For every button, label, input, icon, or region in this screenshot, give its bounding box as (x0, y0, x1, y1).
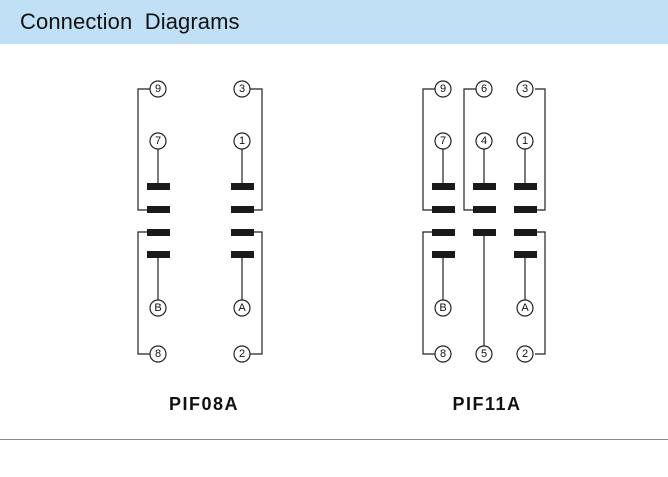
pif08a-model-label: PIF08A (169, 394, 239, 414)
pif11a-contact-bar (473, 206, 496, 213)
pif11a-terminal-5 (475, 345, 493, 363)
pif08a-contact-bar (231, 251, 254, 258)
pif08a-terminal-9 (149, 80, 167, 98)
pif11a-terminal-label: 4 (481, 135, 487, 147)
pif11a-contact-bar (432, 251, 455, 258)
pif08a-contact-bar (147, 229, 170, 236)
pif08a-contact-bar (147, 206, 170, 213)
pif11a-wire-3 (525, 88, 546, 211)
pif11a-terminal-2 (516, 345, 534, 363)
pif08a-terminal-label: A (238, 302, 246, 314)
pif11a-terminal-7 (434, 132, 452, 150)
pif11a-terminal-label: 2 (522, 348, 528, 360)
pif11a-contact-bar (432, 229, 455, 236)
pif08a-terminal-7 (149, 132, 167, 150)
page-title: Connection Diagrams (20, 9, 240, 34)
pif11a-terminal-label: 9 (440, 83, 446, 95)
pif08a-terminal-label: 8 (155, 348, 161, 360)
pif08a-terminal-label: 9 (155, 83, 161, 95)
pif11a-terminal-1 (516, 132, 534, 150)
pif11a-terminal-a (516, 299, 534, 317)
pif11a-terminal-label: 3 (522, 83, 528, 95)
pif08a-wire-3 (242, 88, 263, 211)
pif11a-terminal-b (434, 299, 452, 317)
pif11a-wire-6 (463, 88, 484, 211)
pif08a-contact-bar (231, 206, 254, 213)
connection-diagrams: 9 3 7 1 B A 8 2 9 6 3 7 4 1 B A 8 5 2 PI… (137, 80, 546, 414)
pif08a-terminal-label: 7 (155, 135, 161, 147)
pif11a-contact-bar (514, 251, 537, 258)
pif08a-wire-9 (137, 88, 158, 211)
pif08a-terminal-1 (233, 132, 251, 150)
pif08a-terminal-3 (233, 80, 251, 98)
pif11a-contact-bar (432, 183, 455, 190)
pif11a-terminal-label: 8 (440, 348, 446, 360)
pif11a-terminal-6 (475, 80, 493, 98)
pif08a-terminal-b (149, 299, 167, 317)
pif08a-wire-2 (242, 231, 263, 355)
pif08a-terminal-label: 2 (239, 348, 245, 360)
pif11a-wire-2 (525, 231, 546, 355)
pif08a-terminal-2 (233, 345, 251, 363)
pif11a-wire-8 (422, 231, 443, 355)
pif08a-contact-bar (147, 251, 170, 258)
pif11a-contact-bar (473, 229, 496, 236)
pif11a-terminal-label: 5 (481, 348, 487, 360)
pif08a-terminal-label: B (154, 302, 161, 314)
pif11a-contact-bar (514, 229, 537, 236)
pif11a-terminal-label: A (521, 302, 529, 314)
pif11a-terminal-label: 1 (522, 135, 528, 147)
header-bar: Connection Diagrams (0, 0, 668, 44)
pif08a-terminal-a (233, 299, 251, 317)
pif11a-terminal-4 (475, 132, 493, 150)
pif11a-terminal-label: B (439, 302, 446, 314)
pif08a-contact-bar (147, 183, 170, 190)
pif11a-contact-bar (514, 206, 537, 213)
bottom-divider (0, 439, 668, 440)
pif11a-wire-9 (422, 88, 443, 211)
pif11a-contact-bar (514, 183, 537, 190)
pif11a-terminal-3 (516, 80, 534, 98)
pif11a-terminal-8 (434, 345, 452, 363)
pif11a-contact-bar (473, 183, 496, 190)
pif08a-terminal-8 (149, 345, 167, 363)
pif08a-contact-bar (231, 229, 254, 236)
pif11a-contact-bar (432, 206, 455, 213)
pif08a-terminal-label: 1 (239, 135, 245, 147)
pif11a-terminal-label: 7 (440, 135, 446, 147)
pif08a-terminal-label: 3 (239, 83, 245, 95)
pif11a-terminal-label: 6 (481, 83, 487, 95)
pif08a-wire-8 (137, 231, 158, 355)
pif08a-contact-bar (231, 183, 254, 190)
pif11a-terminal-9 (434, 80, 452, 98)
pif11a-model-label: PIF11A (452, 394, 521, 414)
